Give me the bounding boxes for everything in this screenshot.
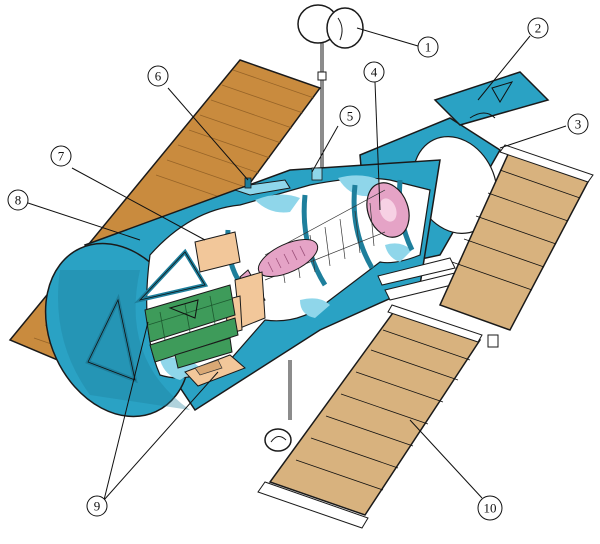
callout-3-label: 3: [575, 117, 582, 132]
callout-1: 1: [417, 36, 439, 58]
callout-2: 2: [527, 17, 549, 39]
callout-10: 10: [477, 495, 503, 521]
callout-8: 8: [7, 189, 29, 211]
callout-7-label: 7: [58, 149, 65, 164]
callout-10-label: 10: [484, 501, 497, 516]
high-gain-antenna: [297, 4, 364, 175]
callouts: 1 2 3 4 5 6 7 8: [7, 17, 589, 521]
callout-6: 6: [147, 65, 169, 87]
callout-4-label: 4: [371, 65, 378, 80]
callout-1-label: 1: [425, 40, 432, 55]
callout-4: 4: [363, 61, 385, 83]
low-gain-antenna: [264, 360, 292, 452]
right-solar-panel-upper: [438, 144, 594, 331]
top-handrail: [233, 167, 323, 196]
callout-8-label: 8: [15, 193, 22, 208]
callout-7: 7: [50, 145, 72, 167]
green-instrument-modules: [144, 284, 239, 369]
callout-9-label: 9: [94, 499, 101, 514]
callout-5: 5: [339, 105, 361, 127]
callout-2-label: 2: [535, 21, 542, 36]
bottom-equipment-tray: [184, 354, 246, 387]
cutaway-interior: [144, 175, 431, 387]
callout-6-label: 6: [155, 69, 162, 84]
front-truss-outline: [87, 251, 206, 381]
primary-mirror: [366, 182, 410, 238]
callout-5-label: 5: [347, 109, 354, 124]
right-solar-panel-lower: [257, 304, 483, 529]
aperture-door: [433, 71, 550, 126]
callout-9: 9: [86, 495, 108, 517]
callout-3: 3: [567, 113, 589, 135]
leader-lines: [27, 27, 567, 501]
